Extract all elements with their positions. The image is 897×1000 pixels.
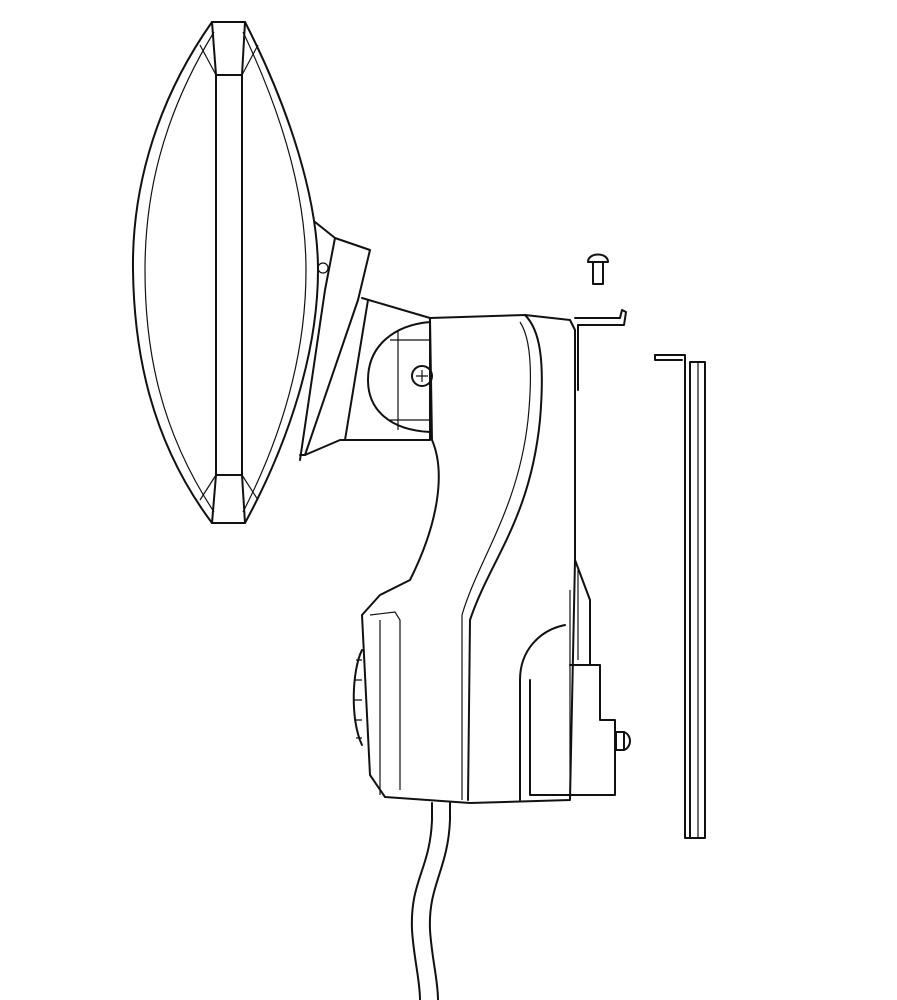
top-screw — [587, 253, 609, 285]
bracket-screw — [615, 731, 631, 751]
mount-body — [361, 314, 576, 804]
power-cable — [410, 802, 451, 1000]
lamp-housing — [299, 221, 431, 461]
side-knob — [352, 649, 363, 746]
mounting-bracket — [529, 309, 627, 800]
flat-bar — [654, 354, 706, 839]
pivot-screw — [367, 321, 433, 433]
lamp-lens — [131, 21, 319, 524]
